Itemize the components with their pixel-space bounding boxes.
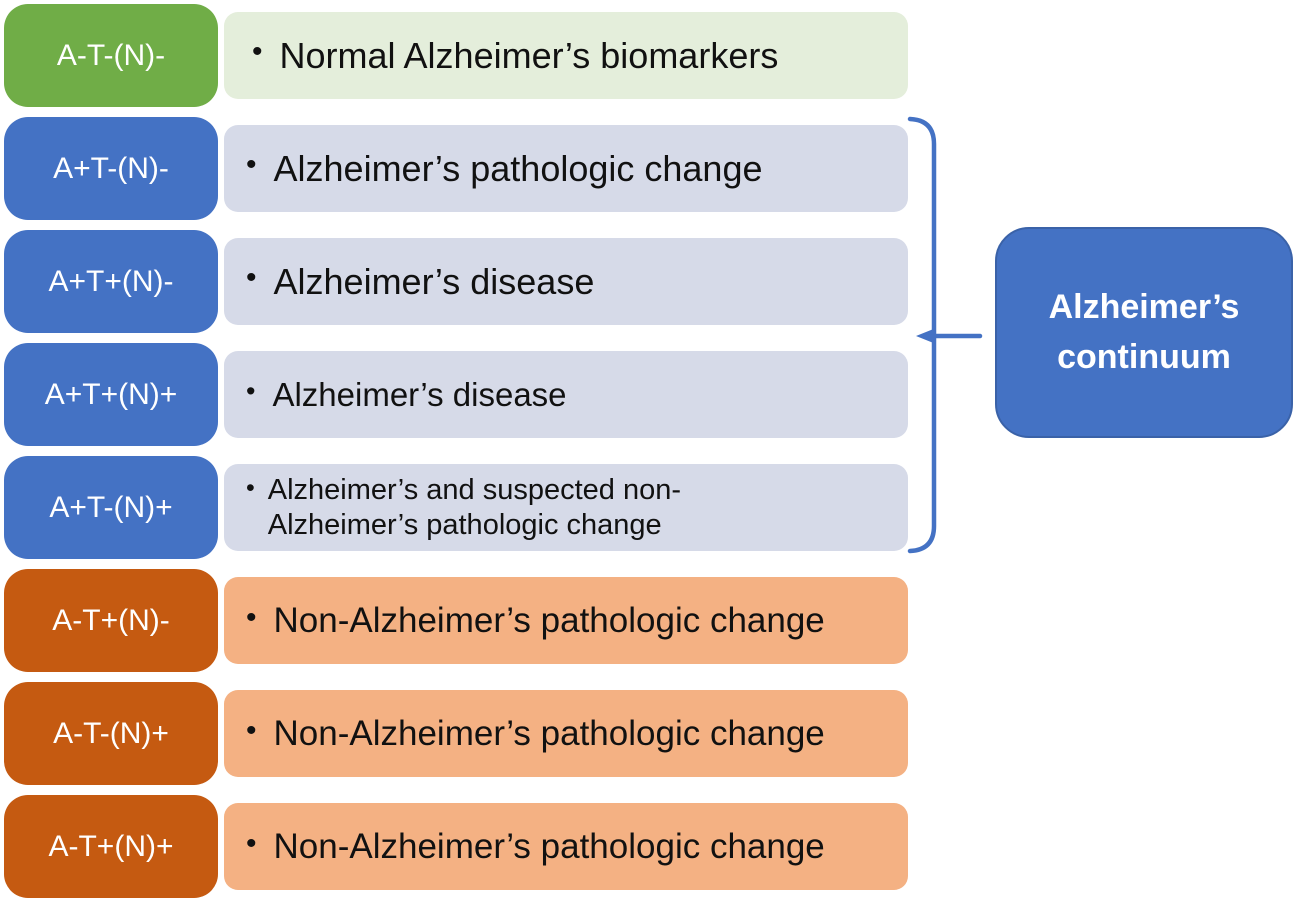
bullet-glyph: • — [246, 600, 257, 634]
biomarker-description-box: • Alzheimer’s pathologic change — [224, 125, 908, 212]
biomarker-description: Alzheimer’s disease — [273, 260, 595, 302]
bullet-glyph: • — [246, 147, 257, 181]
biomarker-code-box: A+T-(N)- — [4, 117, 218, 220]
bullet-glyph: • — [246, 260, 257, 294]
biomarker-description-box: • Alzheimer’s disease — [224, 238, 908, 325]
biomarker-code: A+T-(N)+ — [49, 490, 173, 524]
biomarker-description: Non-Alzheimer’s pathologic change — [273, 713, 825, 753]
biomarker-description-box: • Non-Alzheimer’s pathologic change — [224, 690, 908, 777]
bullet-entry: • Normal Alzheimer’s biomarkers — [252, 34, 778, 77]
bullet-entry: • Alzheimer’s and suspected non-Alzheime… — [246, 473, 748, 543]
bullet-glyph: • — [246, 713, 257, 747]
biomarker-row-4: A+T+(N)+ • Alzheimer’s disease — [4, 343, 908, 446]
biomarker-code-box: A-T-(N)- — [4, 4, 218, 107]
bullet-glyph: • — [252, 34, 263, 68]
biomarker-row-7: A-T-(N)+ • Non-Alzheimer’s pathologic ch… — [4, 682, 908, 785]
biomarker-description-box: • Non-Alzheimer’s pathologic change — [224, 803, 908, 890]
biomarker-row-6: A-T+(N)- • Non-Alzheimer’s pathologic ch… — [4, 569, 908, 672]
biomarker-description: Alzheimer’s and suspected non-Alzheimer’… — [267, 473, 681, 541]
biomarker-rows: A-T-(N)- • Normal Alzheimer’s biomarkers… — [4, 4, 908, 898]
bullet-glyph: • — [246, 473, 255, 502]
biomarker-code-box: A+T+(N)+ — [4, 343, 218, 446]
biomarker-description: Alzheimer’s pathologic change — [273, 147, 763, 189]
biomarker-code: A+T-(N)- — [53, 151, 169, 185]
biomarker-description-box: • Alzheimer’s and suspected non-Alzheime… — [224, 464, 908, 551]
bullet-glyph: • — [246, 826, 257, 860]
biomarker-row-1: A-T-(N)- • Normal Alzheimer’s biomarkers — [4, 4, 908, 107]
biomarker-code-box: A-T+(N)+ — [4, 795, 218, 898]
biomarker-code-box: A+T-(N)+ — [4, 456, 218, 559]
bullet-entry: • Non-Alzheimer’s pathologic change — [246, 826, 825, 868]
biomarker-row-3: A+T+(N)- • Alzheimer’s disease — [4, 230, 908, 333]
biomarker-row-8: A-T+(N)+ • Non-Alzheimer’s pathologic ch… — [4, 795, 908, 898]
bullet-entry: • Non-Alzheimer’s pathologic change — [246, 713, 825, 755]
bullet-entry: • Alzheimer’s disease — [246, 375, 567, 415]
bullet-entry: • Non-Alzheimer’s pathologic change — [246, 600, 825, 642]
biomarker-code: A+T+(N)- — [48, 264, 174, 298]
biomarker-description-box: • Alzheimer’s disease — [224, 351, 908, 438]
bullet-entry: • Alzheimer’s disease — [246, 260, 594, 303]
biomarker-description-box: • Non-Alzheimer’s pathologic change — [224, 577, 908, 664]
bullet-glyph: • — [246, 375, 256, 406]
biomarker-code-box: A-T+(N)- — [4, 569, 218, 672]
biomarker-description: Non-Alzheimer’s pathologic change — [273, 600, 825, 640]
biomarker-code-box: A+T+(N)- — [4, 230, 218, 333]
biomarker-description-box: • Normal Alzheimer’s biomarkers — [224, 12, 908, 99]
biomarker-code-box: A-T-(N)+ — [4, 682, 218, 785]
bullet-entry: • Alzheimer’s pathologic change — [246, 147, 763, 190]
biomarker-code: A-T+(N)+ — [48, 829, 174, 863]
alzheimers-continuum-box: Alzheimer’s continuum — [995, 227, 1293, 438]
biomarker-description: Non-Alzheimer’s pathologic change — [273, 826, 825, 866]
biomarker-code: A+T+(N)+ — [44, 377, 178, 411]
biomarker-row-2: A+T-(N)- • Alzheimer’s pathologic change — [4, 117, 908, 220]
biomarker-code: A-T+(N)- — [52, 603, 170, 637]
biomarker-code: A-T-(N)- — [56, 38, 166, 72]
biomarker-description: Alzheimer’s disease — [272, 375, 567, 413]
biomarker-row-5: A+T-(N)+ • Alzheimer’s and suspected non… — [4, 456, 908, 559]
biomarker-description: Normal Alzheimer’s biomarkers — [279, 34, 779, 76]
biomarker-code: A-T-(N)+ — [53, 716, 169, 750]
alzheimers-continuum-label: Alzheimer’s continuum — [1048, 288, 1240, 376]
